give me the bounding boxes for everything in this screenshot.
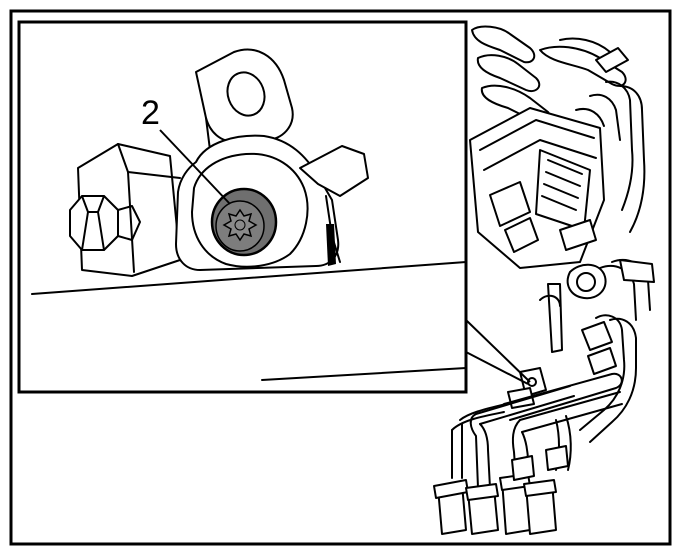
torx-bolt [210, 187, 278, 257]
zoom-leader-lines [465, 319, 531, 385]
zoom-detail-box: 2 [17, 20, 468, 394]
harness-assembly [433, 25, 655, 535]
callout-number: 2 [141, 94, 160, 132]
callout-leader-line [159, 129, 231, 205]
